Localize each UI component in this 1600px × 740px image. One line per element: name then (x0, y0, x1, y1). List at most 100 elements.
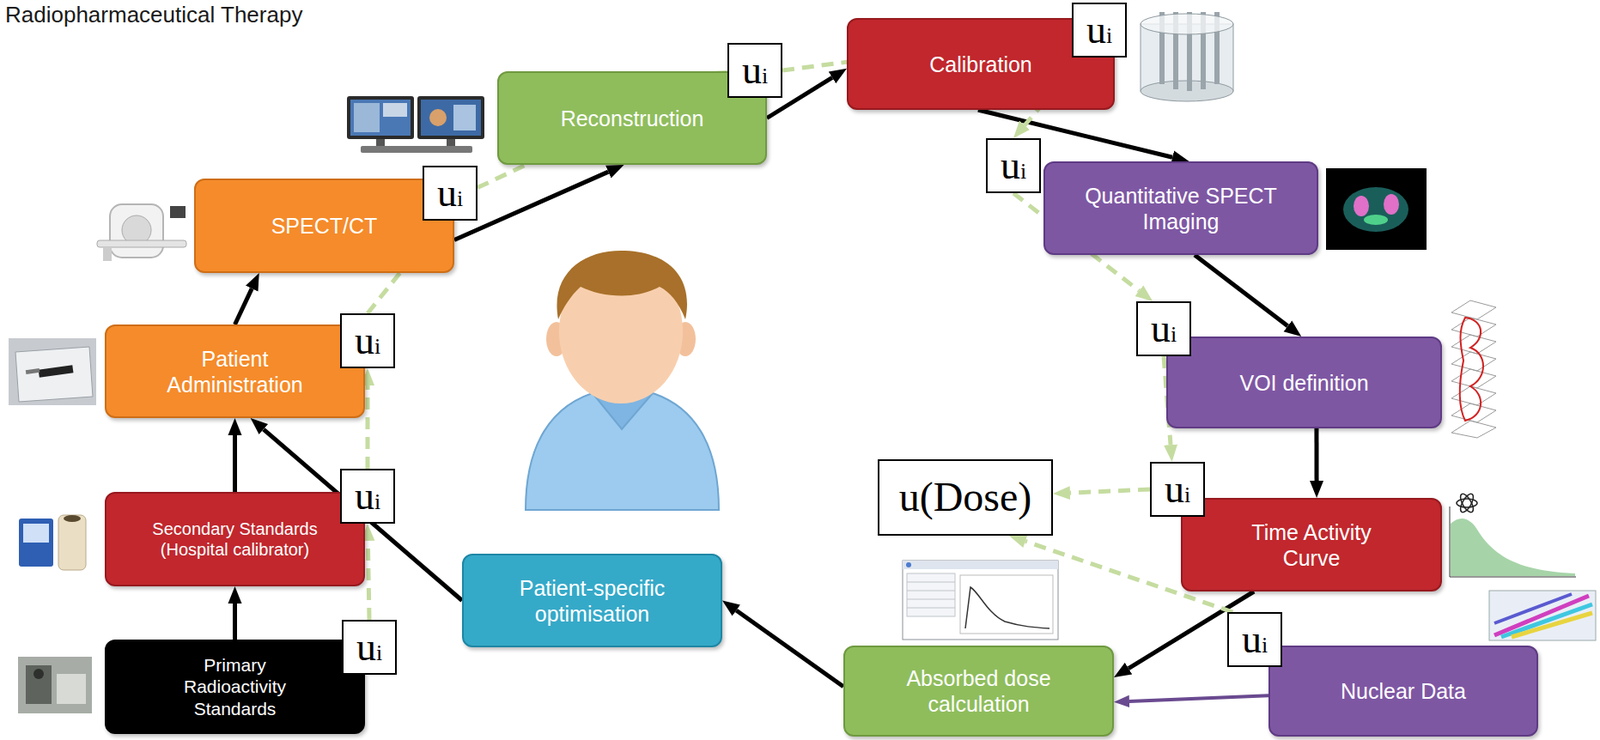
workstation-icon (346, 96, 485, 153)
voi-slices (1451, 420, 1497, 439)
process-box: Patient Administration (104, 324, 366, 419)
node-label: ui (1164, 469, 1191, 510)
workstation-icon (360, 146, 473, 153)
node-label: ui (742, 50, 768, 91)
patient-figure (525, 390, 719, 511)
node-label: Calibration (929, 51, 1033, 78)
node-label: Quantitative SPECT Imaging (1056, 182, 1306, 235)
node-label: ui (1000, 146, 1027, 186)
scanner-icon (170, 206, 186, 219)
dose-software-screenshot (902, 560, 1059, 640)
node-label: u(Dose) (899, 474, 1033, 521)
uncertainty-arrow (367, 541, 370, 621)
workstation-icon (420, 99, 481, 136)
node-label: VOI definition (1239, 370, 1369, 396)
activity-curve-icon (1456, 492, 1478, 515)
node-label: Reconstruction (560, 105, 705, 132)
process-box: Quantitative SPECT Imaging (1043, 161, 1319, 256)
activity-curve-icon (1449, 506, 1451, 578)
node-label: ui (1086, 10, 1113, 50)
voi-slices (1451, 300, 1497, 439)
calibrator-icon (63, 515, 81, 523)
workstation-icon (346, 96, 414, 140)
scanner-icon (97, 204, 187, 262)
uncertainty-box: ui (422, 165, 478, 221)
process-box: Nuclear Data (1268, 645, 1539, 737)
node-label: Secondary Standards (Hospital calibrator… (142, 518, 328, 560)
flow-arrow (232, 603, 238, 640)
workstation-icon (376, 139, 385, 147)
calibrator-icon (23, 523, 49, 543)
workstation-icon (417, 96, 485, 140)
dose-software-screenshot (960, 575, 1053, 634)
administration-photo (8, 338, 97, 406)
dose-software-screenshot (906, 573, 956, 617)
scanner-icon (103, 247, 112, 262)
spect-image (1353, 195, 1369, 217)
node-label: Time Activity Curve (1225, 519, 1398, 572)
voi-slices (1451, 352, 1497, 372)
node-label: ui (437, 173, 463, 213)
nuclear-data-chart (1494, 594, 1572, 624)
uncertainty-box: ui (341, 620, 397, 676)
spect-image (1343, 187, 1409, 232)
administration-photo (38, 365, 74, 378)
uncertainty-box: ui (1071, 2, 1127, 58)
node-label: Absorbed dose calculation (893, 665, 1065, 718)
process-box: Time Activity Curve (1180, 498, 1442, 592)
voi-slices (1451, 403, 1497, 423)
primary-standard-photo (18, 657, 92, 714)
activity-curve-icon (1450, 518, 1576, 577)
diagram-title: Radiopharmaceutical Therapy (5, 1, 303, 29)
dose-software-screenshot (902, 560, 1059, 570)
spect-image (1326, 168, 1427, 250)
spect-image (1363, 214, 1388, 226)
process-box: Absorbed dose calculation (843, 645, 1114, 737)
voi-slices (1460, 317, 1484, 421)
workstation-icon (446, 139, 456, 147)
node-label: ui (354, 476, 381, 517)
uncertainty-box: ui (727, 42, 783, 98)
node-label: Patient-specific optimisation (493, 575, 692, 627)
patient-figure (525, 250, 719, 511)
dose-software-screenshot (906, 590, 956, 592)
scanner-icon (97, 240, 187, 248)
uncertainty-box: ui (1227, 612, 1283, 668)
node-label: Primary Radioactivity Standards (166, 654, 305, 720)
uncertainty-box: ui (985, 138, 1041, 194)
node-label: Patient Administration (132, 346, 339, 398)
process-box: Reconstruction (497, 71, 767, 165)
workstation-icon (383, 103, 408, 117)
title-holder: Radiopharmaceutical Therapy (5, 1, 303, 29)
workstation-icon (350, 99, 411, 136)
administration-photo (15, 346, 93, 402)
workstation-icon (429, 109, 447, 127)
process-box: Primary Radioactivity Standards (104, 639, 366, 735)
node-label: SPECT/CT (271, 212, 378, 239)
flow-arrow (736, 610, 844, 688)
calibrator-icon (58, 515, 86, 571)
dose-software-screenshot (902, 560, 1059, 640)
node-label: ui (354, 321, 381, 361)
phantom-icon (1140, 13, 1234, 35)
primary-standard-photo (56, 674, 86, 705)
dose-software-screenshot (965, 587, 1050, 629)
dose-software-screenshot (906, 608, 956, 609)
workstation-icon (353, 103, 380, 133)
patient-figure (556, 250, 688, 320)
uncertainty-arrow (365, 385, 371, 469)
activity-curve-icon (1458, 492, 1477, 515)
flow-arrow (232, 435, 238, 493)
flow-arrow (1194, 255, 1288, 327)
administration-photo (25, 368, 41, 375)
scanner-icon (109, 204, 164, 258)
nuclear-data-chart (1511, 613, 1593, 638)
voi-slices (1451, 300, 1497, 320)
administration-photo (8, 338, 97, 406)
dose-uncertainty-box: u(Dose) (877, 459, 1053, 536)
dose-software-screenshot (906, 599, 956, 601)
spect-image (1383, 194, 1400, 215)
connectors (235, 35, 1318, 702)
uncertainty-box: ui (340, 313, 396, 369)
nuclear-data-chart (1501, 604, 1593, 638)
